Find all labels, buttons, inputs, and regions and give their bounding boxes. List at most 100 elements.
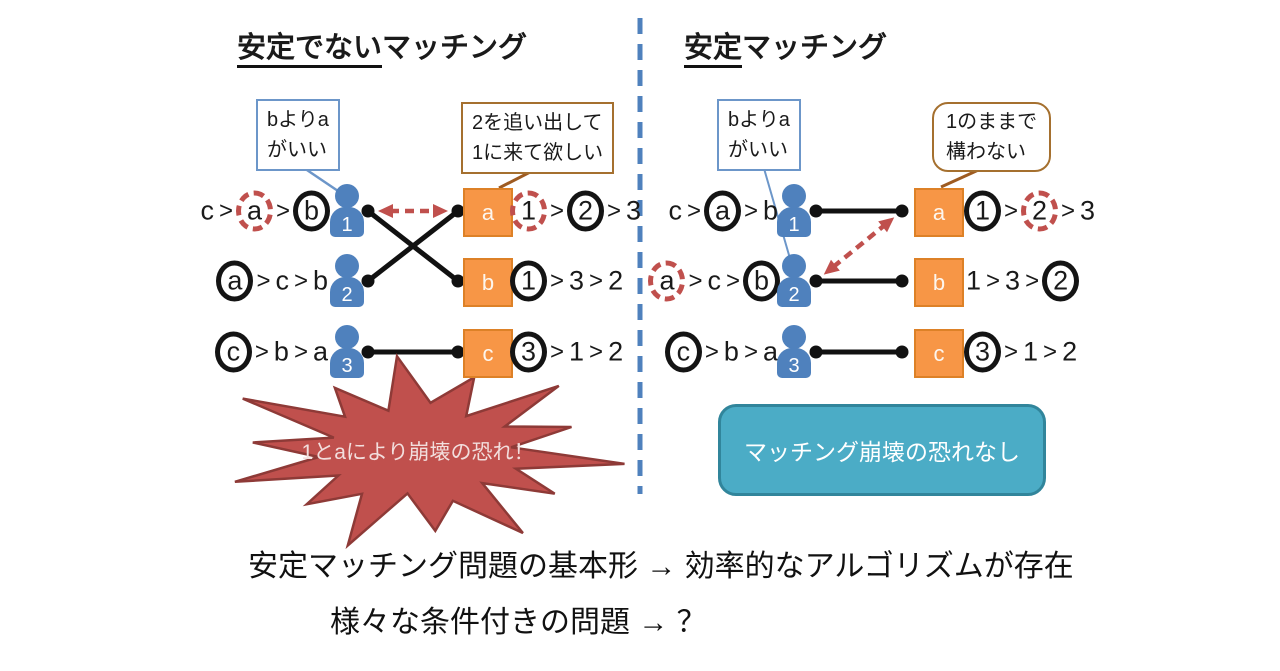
- footer-summary-line-2: 様々な条件付きの問題 → ？: [330, 606, 707, 639]
- note-label: マッチング崩壊の恐れなし: [744, 439, 1020, 465]
- burst-warning-label: 1とaにより崩壊の恐れ！: [301, 441, 535, 464]
- item-left-c-preferences: 3>1>2: [510, 331, 623, 373]
- pref-separator: >: [986, 267, 1001, 294]
- person-left-2-preferences: a>c>b: [216, 260, 328, 302]
- pref-separator: >: [275, 197, 290, 224]
- item-letter: c: [933, 340, 945, 366]
- callout-text-line: 2を追い出して: [472, 112, 603, 134]
- pref-separator: >: [589, 267, 604, 294]
- pref-separator: >: [589, 338, 604, 365]
- match-line: [366, 209, 460, 283]
- person-head-icon: [335, 254, 359, 278]
- item-right-b-preferences: 1>3>2: [966, 260, 1080, 302]
- pref-separator: >: [743, 338, 758, 365]
- pref-letter-circled: a: [216, 260, 254, 302]
- left-title-rest: マッチング: [382, 32, 528, 64]
- match-endpoint-dot: [895, 274, 909, 288]
- pref-separator: >: [688, 267, 703, 294]
- person-body-icon: 1: [330, 207, 364, 237]
- callout-text-line: bよりa: [728, 109, 790, 131]
- item-right-a-square: a: [914, 188, 964, 237]
- person-number: 2: [788, 284, 800, 306]
- person-head-icon: [782, 254, 806, 278]
- pref-letter: b: [273, 336, 289, 367]
- pref-letter: 1: [966, 265, 982, 296]
- callout-text-line: がいい: [728, 139, 788, 161]
- pref-letter-dashed-circled: a: [235, 190, 273, 232]
- right-title-underlined-part: 安定: [684, 32, 743, 68]
- item-left-b-square: b: [463, 258, 513, 307]
- person-head-icon: [782, 325, 806, 349]
- person-head-icon: [335, 325, 359, 349]
- item-letter: c: [482, 340, 494, 366]
- person-left-3-icon: 3: [328, 325, 366, 381]
- match-endpoint-dot: [809, 274, 823, 288]
- pref-letter: 2: [608, 265, 624, 296]
- envy-arrowhead: [823, 259, 840, 275]
- envy-arrowhead: [878, 217, 895, 233]
- person-number: 3: [788, 355, 800, 377]
- callout-text-line: 1のままで: [946, 111, 1038, 133]
- pref-letter-dashed-circled: a: [648, 260, 686, 302]
- person-head-icon: [335, 184, 359, 208]
- pref-separator: >: [293, 338, 308, 365]
- pref-letter: 2: [1062, 336, 1078, 367]
- callout-text-line: 構わない: [946, 141, 1026, 163]
- pref-separator: >: [218, 197, 233, 224]
- pref-letter: a: [762, 336, 778, 367]
- left-panel-title: 安定でないマッチング: [237, 24, 528, 68]
- person-body-icon: 2: [777, 277, 811, 307]
- left-person-callout: bよりa がいい: [256, 99, 340, 171]
- match-endpoint-dot: [809, 204, 823, 218]
- item-letter: a: [932, 199, 946, 225]
- pref-letter-dashed-circled: 2: [1021, 190, 1059, 232]
- callout-text-line: bよりa: [267, 109, 329, 131]
- envy-arrowhead: [378, 204, 393, 218]
- right-person-callout: bよりa がいい: [717, 99, 801, 171]
- pref-separator: >: [1061, 197, 1076, 224]
- pref-letter: c: [200, 195, 214, 226]
- pref-letter: 3: [569, 265, 585, 296]
- pref-letter-circled: 3: [964, 331, 1001, 373]
- pref-separator: >: [607, 197, 622, 224]
- pref-separator: >: [1004, 197, 1019, 224]
- pref-letter: 1: [1023, 336, 1039, 367]
- right-panel-title: 安定マッチング: [684, 24, 888, 68]
- person-left-1-preferences: c>a>b: [200, 190, 330, 232]
- person-right-3-preferences: c>b>a: [664, 331, 778, 373]
- pref-letter: c: [275, 265, 289, 296]
- envy-dashed-line: [831, 223, 887, 269]
- match-endpoint-dot: [451, 345, 465, 359]
- person-body-icon: 3: [330, 348, 364, 378]
- pref-separator: >: [743, 197, 758, 224]
- item-letter: b: [481, 269, 495, 295]
- pref-separator: >: [254, 338, 269, 365]
- item-letter: b: [932, 269, 946, 295]
- person-left-1-icon: 1: [328, 184, 366, 240]
- pref-letter-circled: 1: [964, 190, 1001, 232]
- burst-warning-shape: [234, 353, 625, 550]
- pref-letter-circled: 3: [510, 331, 547, 373]
- item-left-a-preferences: 1>2>3: [510, 190, 641, 232]
- item-right-c-square: c: [914, 329, 964, 378]
- pref-separator: >: [256, 267, 271, 294]
- pref-letter-circled: 2: [567, 190, 605, 232]
- right-title-rest: マッチング: [742, 32, 888, 64]
- item-right-b-square: b: [914, 258, 964, 307]
- person-right-3-icon: 3: [775, 325, 813, 381]
- left-item-callout: 2を追い出して 1に来て欲しい: [461, 102, 615, 174]
- pref-letter: 3: [1005, 265, 1021, 296]
- match-endpoint-dot: [361, 204, 375, 218]
- pref-separator: >: [550, 338, 565, 365]
- pref-separator: >: [704, 338, 719, 365]
- pref-letter: 3: [1080, 195, 1096, 226]
- pref-letter: b: [723, 336, 739, 367]
- item-letter: a: [481, 199, 495, 225]
- item-right-c-preferences: 3>1>2: [964, 331, 1078, 373]
- callout-text-line: 1に来て欲しい: [472, 142, 604, 164]
- no-collapse-note: マッチング崩壊の恐れなし: [718, 404, 1046, 496]
- pref-letter-dashed-circled: 1: [510, 190, 547, 232]
- footer-summary-line-1: 安定マッチング問題の基本形 → 効率的なアルゴリズムが存在: [248, 550, 1074, 583]
